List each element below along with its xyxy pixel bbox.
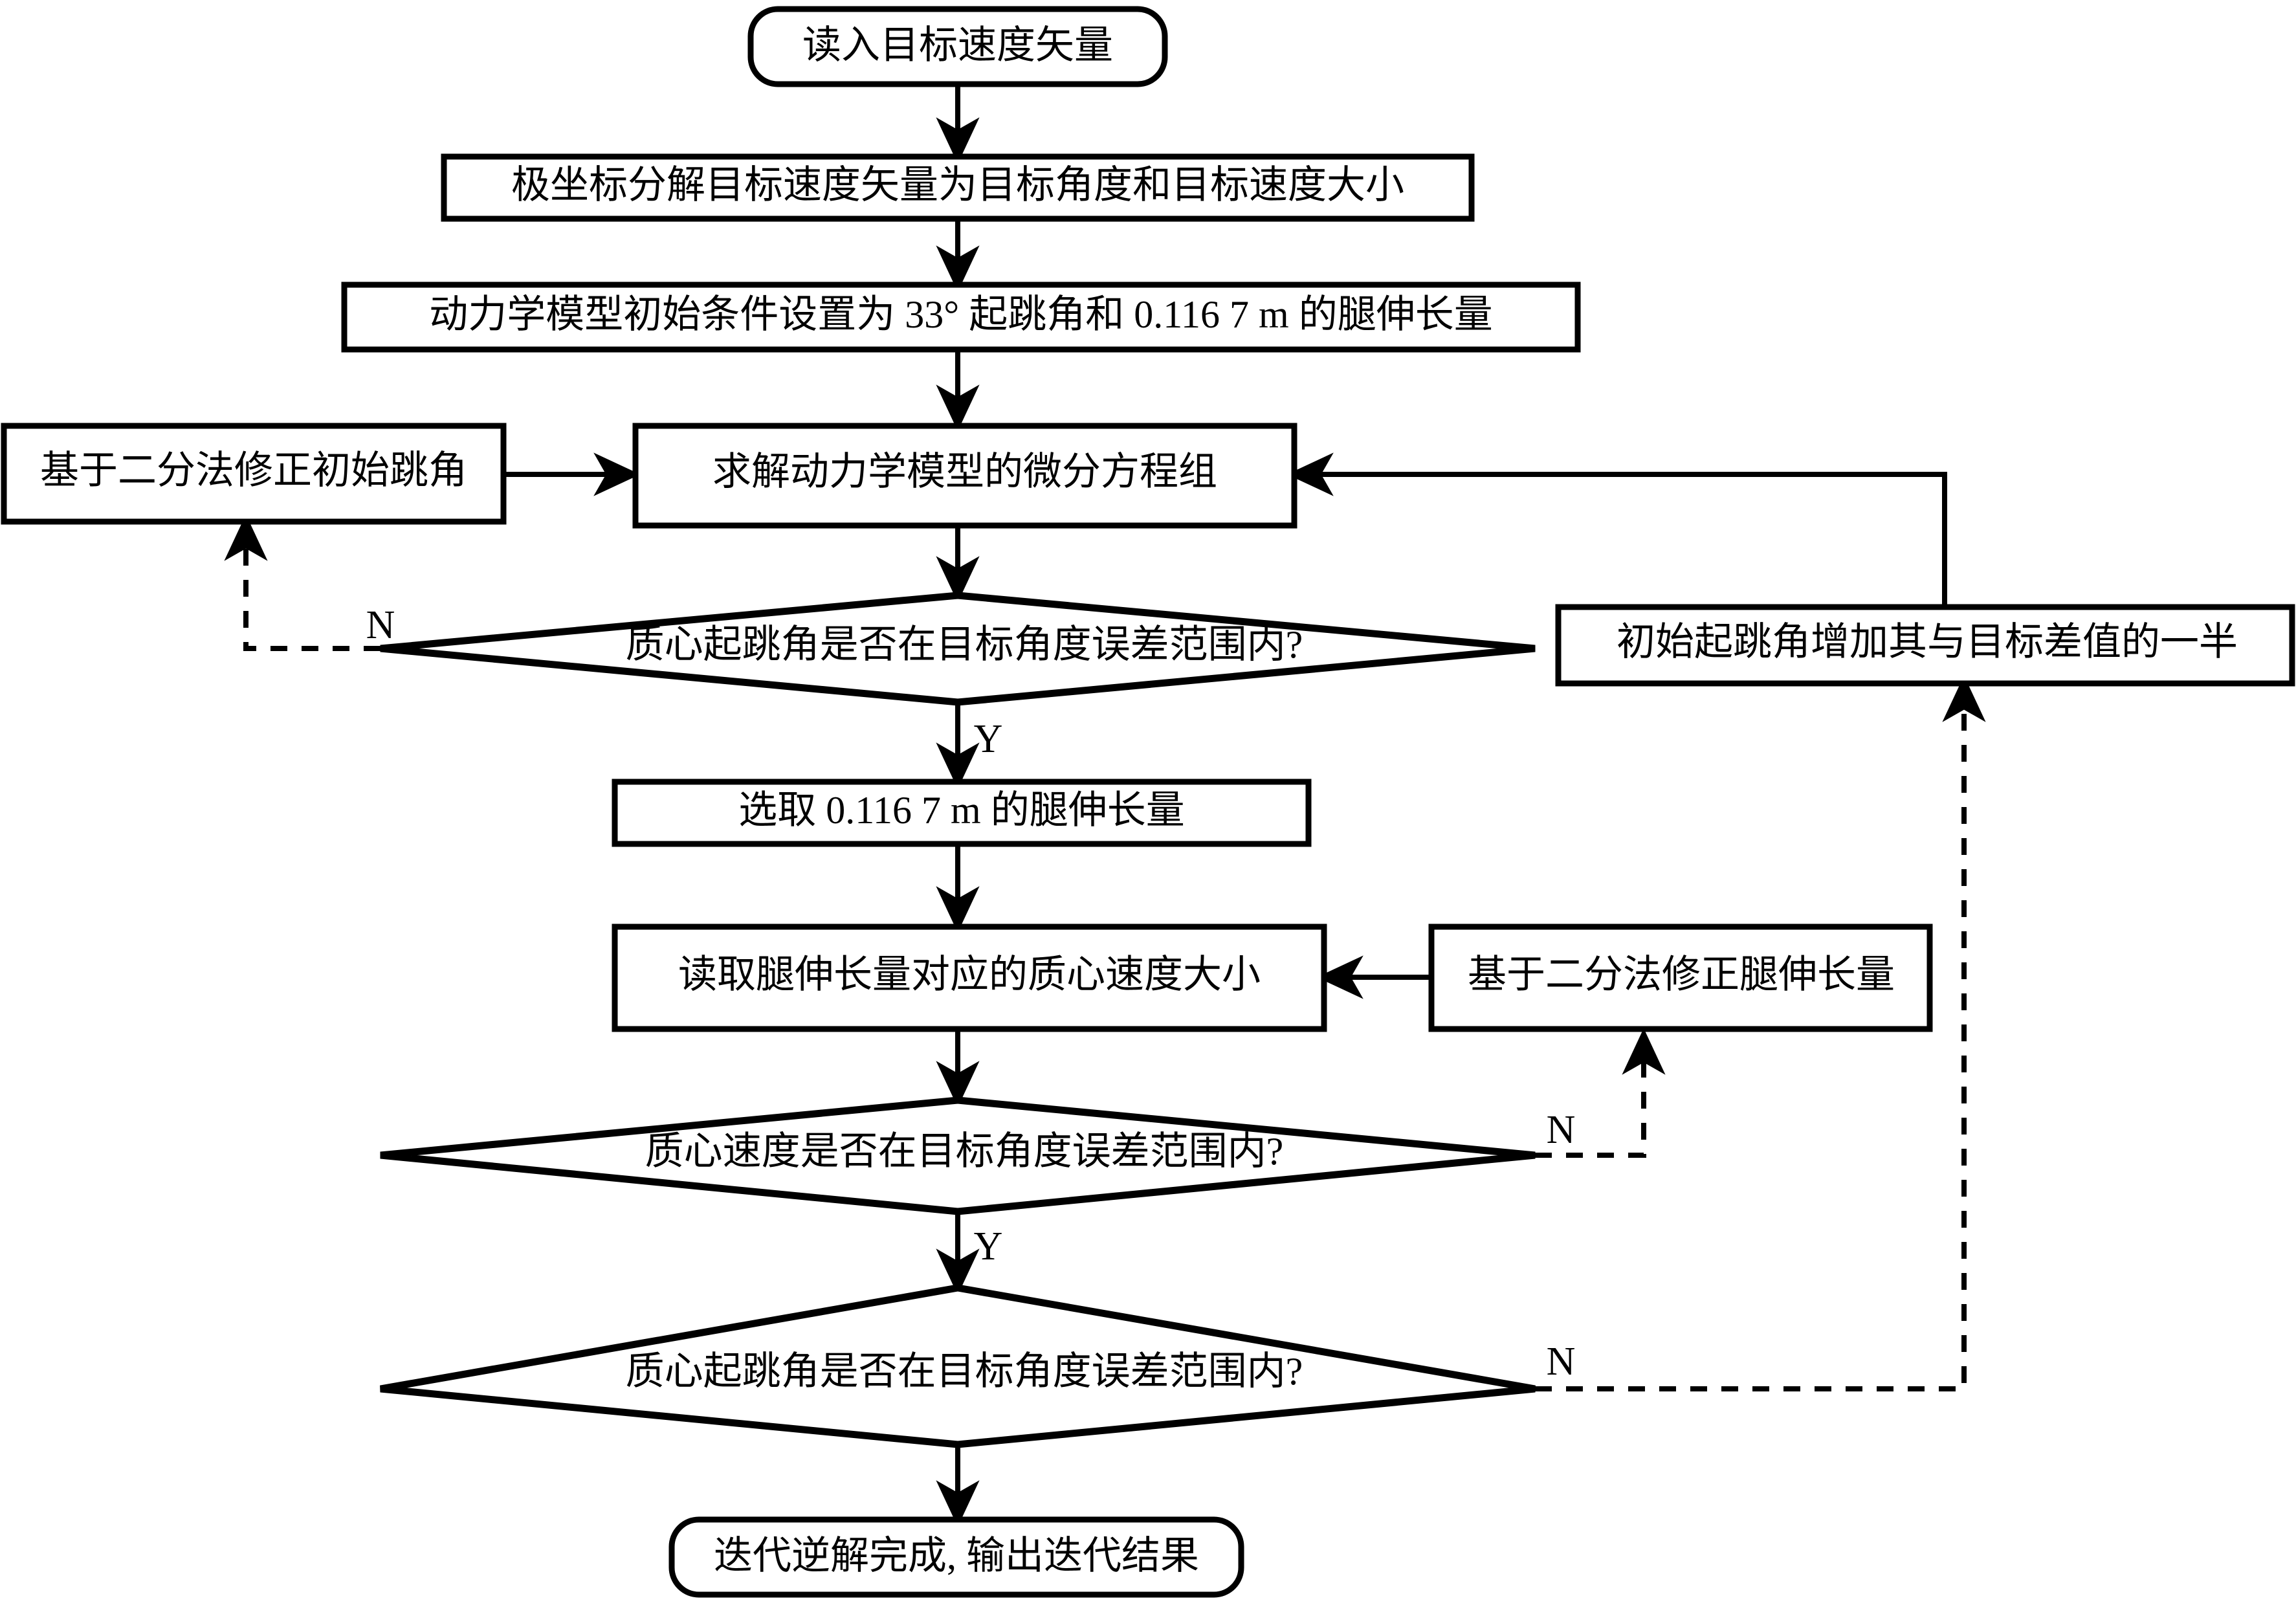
read-com-velocity-label: 读取腿伸长量对应的质心速度大小 (678, 953, 1261, 996)
edge-decision2-no-to-bisectleg (1535, 1028, 1666, 1158)
decision2-label: 质心速度是否在目标角度误差范围内? (645, 1130, 1284, 1173)
edge-label-decision2-yes: Y (974, 1224, 1003, 1268)
end-terminal-shape (668, 1516, 1244, 1598)
decompose-shape (441, 153, 1475, 222)
node-decompose[interactable]: 极坐标分解目标速度矢量为目标角度和目标速度大小 (441, 153, 1475, 222)
edge-label-decision3-no: N (1547, 1340, 1576, 1384)
decision1-shape (380, 592, 1536, 706)
node-pick-leg-extension[interactable]: 选取 0.116 7 m 的腿伸长量 (612, 779, 1312, 847)
add-half-difference-label: 初始起跳角增加其与目标差值的一半 (1617, 621, 2238, 663)
node-solve-ode[interactable]: 求解动力学模型的微分方程组 (632, 423, 1297, 529)
node-read-com-velocity[interactable]: 读取腿伸长量对应的质心速度大小 (612, 924, 1327, 1032)
decision2-shape (380, 1096, 1536, 1215)
edge-decision3-no-to-addhalf (1535, 675, 1986, 1391)
node-decision-com-velocity[interactable]: 质心速度是否在目标角度误差范围内? (380, 1096, 1536, 1215)
pick-leg-extension-label: 选取 0.116 7 m 的腿伸长量 (738, 789, 1184, 832)
decision3-label: 质心起跳角是否在目标角度误差范围内? (626, 1350, 1303, 1393)
decision1-label: 质心起跳角是否在目标角度误差范围内? (626, 623, 1303, 666)
start-label: 读入目标速度矢量 (802, 24, 1113, 67)
node-decision-takeoff-angle-2[interactable]: 质心起跳角是否在目标角度误差范围内? (380, 1284, 1536, 1448)
end-label: 迭代逆解完成, 输出迭代结果 (714, 1534, 1199, 1577)
edge-addhalf-to-solve (1286, 452, 1947, 607)
start-terminal-shape (747, 6, 1168, 87)
bisect-initial-angle-label: 基于二分法修正初始跳角 (40, 449, 467, 492)
decompose-label: 极坐标分解目标速度矢量为目标角度和目标速度大小 (511, 164, 1404, 206)
initial-conditions-shape (341, 282, 1581, 353)
node-initial-conditions[interactable]: 动力学模型初始条件设置为 33° 起跳角和 0.116 7 m 的腿伸长量 (341, 282, 1581, 353)
node-add-half-difference[interactable]: 初始起跳角增加其与目标差值的一半 (1555, 604, 2295, 687)
bisect-initial-angle-shape (1, 423, 507, 525)
solve-ode-label: 求解动力学模型的微分方程组 (712, 450, 1217, 493)
edge-label-decision1-no: N (366, 603, 395, 647)
add-half-difference-shape (1555, 604, 2295, 687)
node-bisect-leg-extension[interactable]: 基于二分法修正腿伸长量 (1428, 924, 1933, 1032)
node-end[interactable]: 迭代逆解完成, 输出迭代结果 (668, 1516, 1244, 1598)
node-bisect-initial-angle[interactable]: 基于二分法修正初始跳角 (1, 423, 507, 525)
read-com-velocity-shape (612, 924, 1327, 1032)
decision3-shape (380, 1284, 1536, 1448)
pick-leg-extension-shape (612, 779, 1312, 847)
edge-label-decision1-yes: Y (974, 717, 1003, 761)
initial-conditions-label: 动力学模型初始条件设置为 33° 起跳角和 0.116 7 m 的腿伸长量 (429, 293, 1492, 336)
edge-decision1-no-to-bisectangle (224, 514, 381, 651)
solve-ode-shape (632, 423, 1297, 529)
node-start[interactable]: 读入目标速度矢量 (747, 6, 1168, 87)
edge-label-decision2-no: N (1547, 1108, 1576, 1152)
bisect-leg-extension-label: 基于二分法修正腿伸长量 (1468, 953, 1895, 996)
node-decision-takeoff-angle-1[interactable]: 质心起跳角是否在目标角度误差范围内? (380, 592, 1536, 706)
bisect-leg-extension-shape (1428, 924, 1933, 1032)
